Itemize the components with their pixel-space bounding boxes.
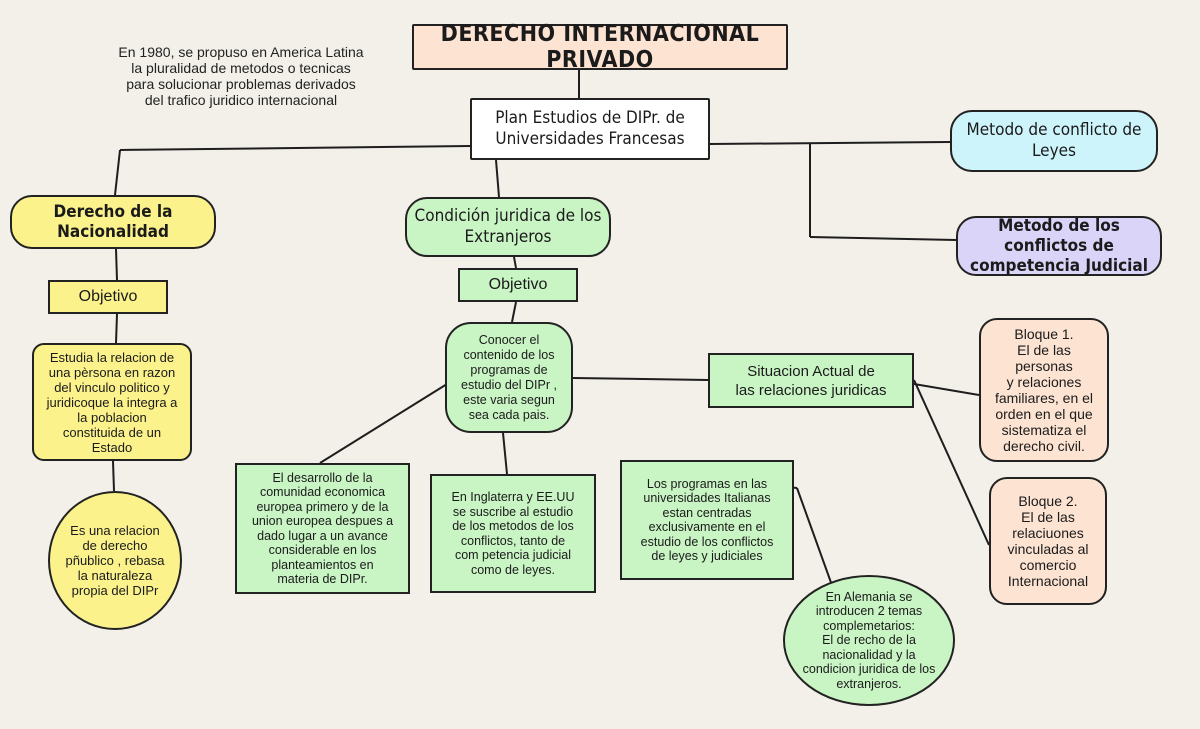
- objetivo-extranjeros-label: Objetivo: [458, 268, 578, 302]
- metodo-competencia-judicial-node: Metodo de los conflictos de competencia …: [956, 216, 1162, 276]
- desarrollo-comunidad-node: El desarrollo de la comunidad economica …: [235, 463, 410, 594]
- conocer-contenido-node: Conocer el contenido de los programas de…: [445, 322, 573, 433]
- metodo-conflicto-leyes-node: Metodo de conflicto de Leyes: [950, 110, 1158, 172]
- relacion-derecho-publico-node: Es una relacion de derecho pñublico , re…: [48, 491, 182, 630]
- objetivo-nacionalidad-label: Objetivo: [48, 280, 168, 314]
- situacion-actual-node: Situacion Actual de las relaciones jurid…: [708, 353, 914, 408]
- context-note: En 1980, se propuso en America Latina la…: [118, 44, 364, 108]
- alemania-node: En Alemania se introducen 2 temas comple…: [783, 575, 955, 706]
- derecho-nacionalidad-node: Derecho de la Nacionalidad: [10, 195, 216, 249]
- condicion-extranjeros-node: Condición juridica de los Extranjeros: [405, 197, 611, 257]
- plan-estudios-node: Plan Estudios de DIPr. de Universidades …: [470, 98, 710, 160]
- universidades-italianas-node: Los programas en las universidades Itali…: [620, 460, 794, 580]
- bloque-2-node: Bloque 2. El de las relaciuones vinculad…: [989, 477, 1107, 605]
- main-title: DERECHO INTERNACIONAL PRIVADO: [412, 21, 788, 73]
- inglaterra-eeuu-node: En Inglaterra y EE.UU se suscribe al est…: [430, 474, 596, 593]
- bloque-1-node: Bloque 1. El de las personas y relacione…: [979, 318, 1109, 462]
- estudia-relacion-node: Estudia la relacion de una pèrsona en ra…: [32, 343, 192, 461]
